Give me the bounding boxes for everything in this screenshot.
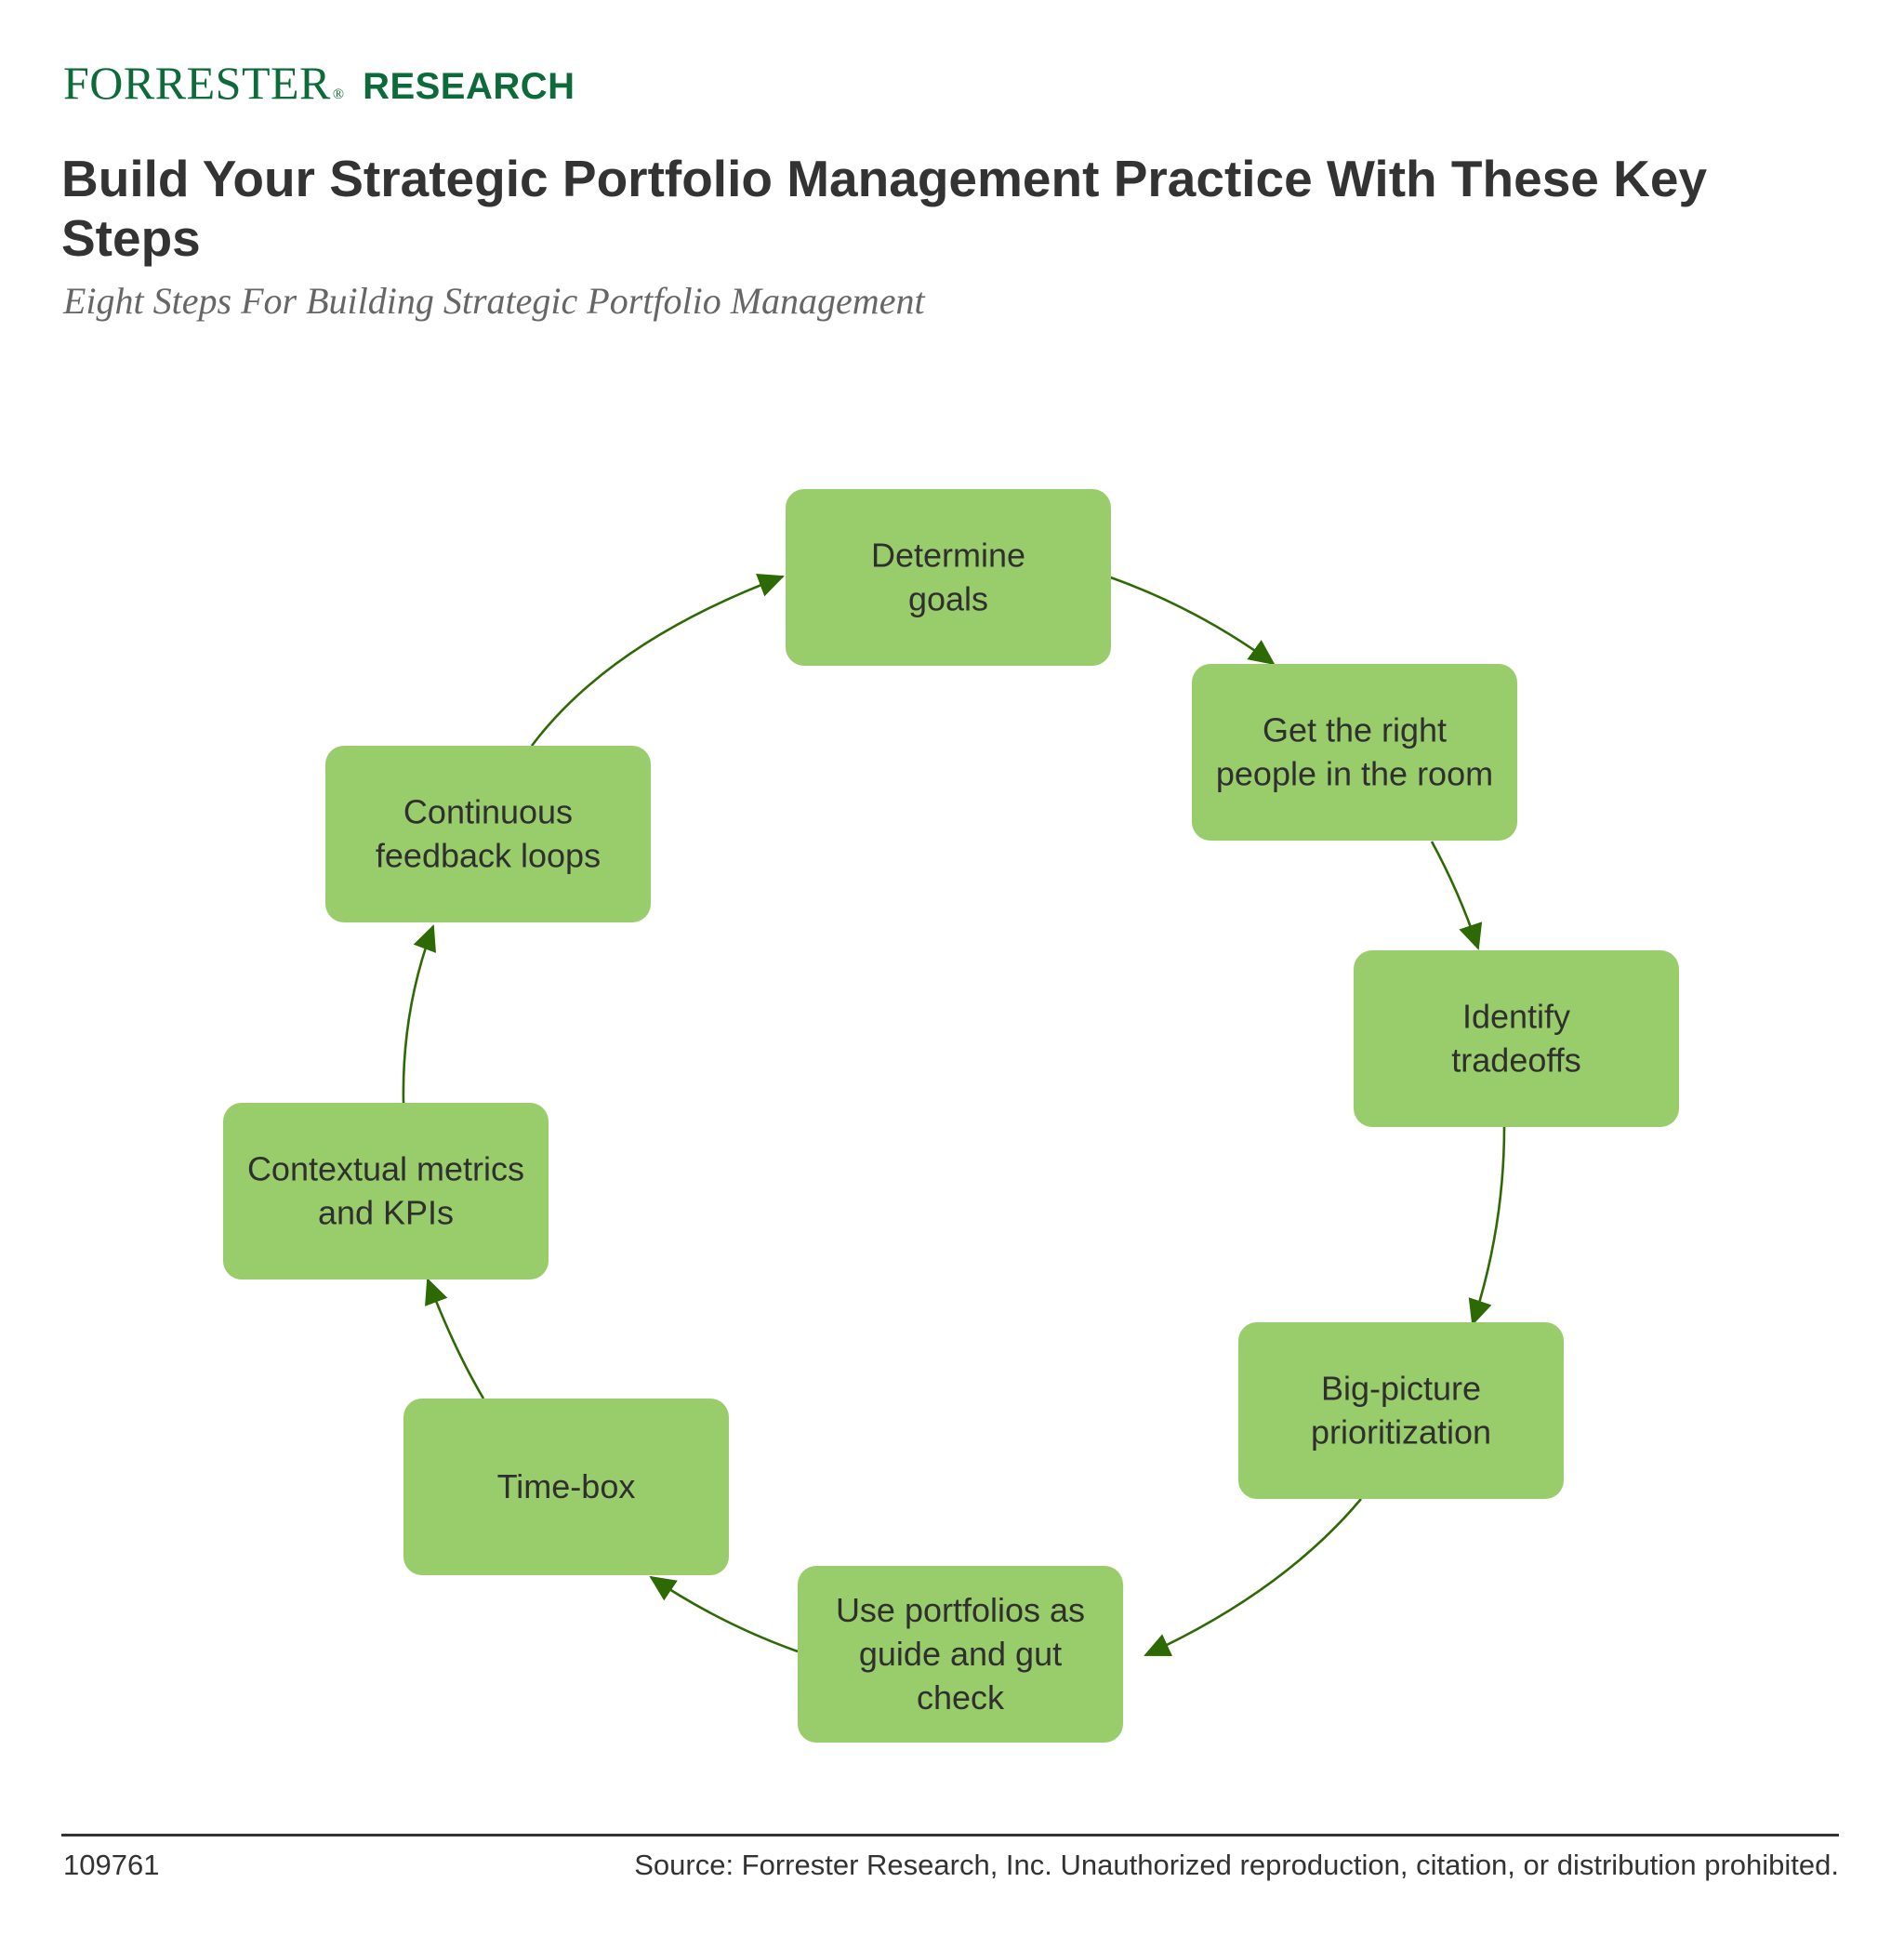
step-right-people: Get the right people in the room: [1192, 664, 1517, 841]
arrow-timebox-to-metrics: [425, 1278, 485, 1399]
arrow-people-to-tradeoffs: [1430, 841, 1483, 950]
step-label-line: guide and gut: [859, 1635, 1062, 1673]
step-identify-tradeoffs: Identify tradeoffs: [1354, 950, 1679, 1127]
step-time-box: Time-box: [403, 1399, 729, 1575]
forrester-research-logo: FORRESTER ® RESEARCH: [63, 56, 575, 110]
step-box: [325, 746, 651, 922]
step-label-line: people in the room: [1216, 755, 1493, 793]
page-title: Build Your Strategic Portfolio Managemen…: [61, 150, 1708, 267]
source-note: Source: Forrester Research, Inc. Unautho…: [634, 1849, 1839, 1881]
step-label-line: Get the right: [1263, 711, 1447, 749]
step-label-line: Big-picture: [1321, 1370, 1481, 1408]
cycle-arrows: [402, 573, 1506, 1657]
arrow-prioritization-to-portfolios: [1144, 1498, 1362, 1657]
step-feedback-loops: Continuous feedback loops: [325, 746, 651, 922]
step-big-picture: Big-picture prioritization: [1238, 1322, 1564, 1499]
step-label-line: goals: [908, 580, 988, 618]
step-label-line: prioritization: [1311, 1413, 1491, 1452]
step-contextual-metrics: Contextual metrics and KPIs: [223, 1103, 549, 1279]
footer-divider: [61, 1834, 1839, 1836]
step-box: [1354, 950, 1679, 1127]
logo-forrester-text: FORRESTER: [63, 57, 331, 109]
arrow-feedback-to-goals: [530, 573, 785, 747]
logo-registered-mark: ®: [332, 86, 345, 102]
arrow-goals-to-people: [1107, 575, 1276, 666]
step-label-line: Time-box: [497, 1467, 636, 1505]
step-label-line: and KPIs: [318, 1194, 454, 1232]
figure-id: 109761: [63, 1849, 160, 1881]
step-box: [786, 489, 1111, 666]
step-use-portfolios: Use portfolios as guide and gut check: [798, 1566, 1123, 1743]
step-label-line: tradeoffs: [1451, 1041, 1580, 1080]
arrow-metrics-to-feedback: [402, 924, 436, 1104]
step-determine-goals: Determine goals: [786, 489, 1111, 666]
logo-research-text: RESEARCH: [363, 66, 575, 107]
step-box: [1192, 664, 1517, 841]
arrow-portfolios-to-timebox: [649, 1575, 799, 1653]
step-label-line: Identify: [1462, 998, 1570, 1036]
step-label-line: Use portfolios as: [836, 1591, 1085, 1629]
step-label-line: Contextual metrics: [247, 1150, 524, 1188]
step-label-line: check: [917, 1678, 1005, 1717]
step-label-line: feedback loops: [376, 837, 601, 875]
page-subtitle: Eight Steps For Building Strategic Portf…: [63, 280, 925, 322]
step-label-line: Determine: [871, 537, 1025, 575]
step-box: [1238, 1322, 1564, 1499]
arrow-tradeoffs-to-prioritization: [1468, 1126, 1506, 1326]
step-box: [798, 1566, 1123, 1743]
step-box: [223, 1103, 549, 1279]
step-box: [403, 1399, 729, 1575]
step-label-line: Continuous: [403, 793, 573, 831]
